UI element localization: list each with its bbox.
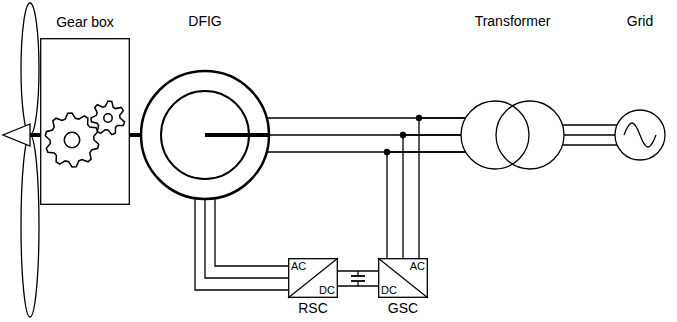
- wire: [195, 198, 288, 290]
- junction-dot: [416, 115, 422, 121]
- converter-name: GSC: [388, 301, 418, 316]
- converter-name: RSC: [298, 301, 328, 316]
- machine-outline: [140, 70, 270, 200]
- converter-box: ACDCRSC: [288, 258, 338, 298]
- wire: [338, 270, 378, 271]
- component-label: Grid: [627, 14, 653, 29]
- junction-dot: [400, 132, 406, 138]
- wire: [563, 144, 618, 145]
- turbine-blade: [21, 3, 39, 135]
- converter-side-label: AC: [291, 260, 306, 272]
- wire: [403, 135, 461, 258]
- converter-side-label: DC: [381, 284, 397, 296]
- connector: [563, 125, 618, 145]
- grid-outline: [614, 109, 666, 161]
- generator-circle: DFIG: [140, 70, 270, 200]
- gearbox-box: Gear box: [40, 38, 130, 205]
- connector: [338, 271, 378, 286]
- wire: [563, 124, 618, 125]
- converter-side-label: AC: [410, 260, 425, 272]
- connector: [130, 135, 141, 136]
- shaft: [30, 133, 41, 137]
- gears-symbol: [45, 101, 124, 167]
- component-label: DFIG: [188, 14, 221, 29]
- wire: [564, 134, 615, 135]
- wire: [205, 199, 288, 278]
- rect-outline: [40, 38, 130, 205]
- component-label: Gear box: [56, 15, 114, 30]
- turbine-hub: [3, 124, 30, 146]
- grid-source: Grid: [614, 109, 666, 161]
- transformer-outline: [460, 100, 565, 170]
- wire: [130, 133, 141, 137]
- junction-dot: [384, 149, 390, 155]
- connector: [384, 115, 466, 258]
- dc-link-capacitor: [351, 271, 365, 286]
- rotor-shaft: [205, 133, 270, 137]
- connector: [195, 198, 288, 290]
- wire: [338, 285, 378, 286]
- converter-box: ACDCGSC: [378, 258, 428, 298]
- wire: [215, 198, 288, 266]
- transformer-symbol: Transformer: [460, 100, 565, 170]
- converter-side-label: DC: [319, 284, 335, 296]
- turbine-blade: [21, 135, 39, 317]
- wire: [387, 152, 466, 258]
- wire: [419, 118, 466, 258]
- component-label: Transformer: [475, 14, 551, 29]
